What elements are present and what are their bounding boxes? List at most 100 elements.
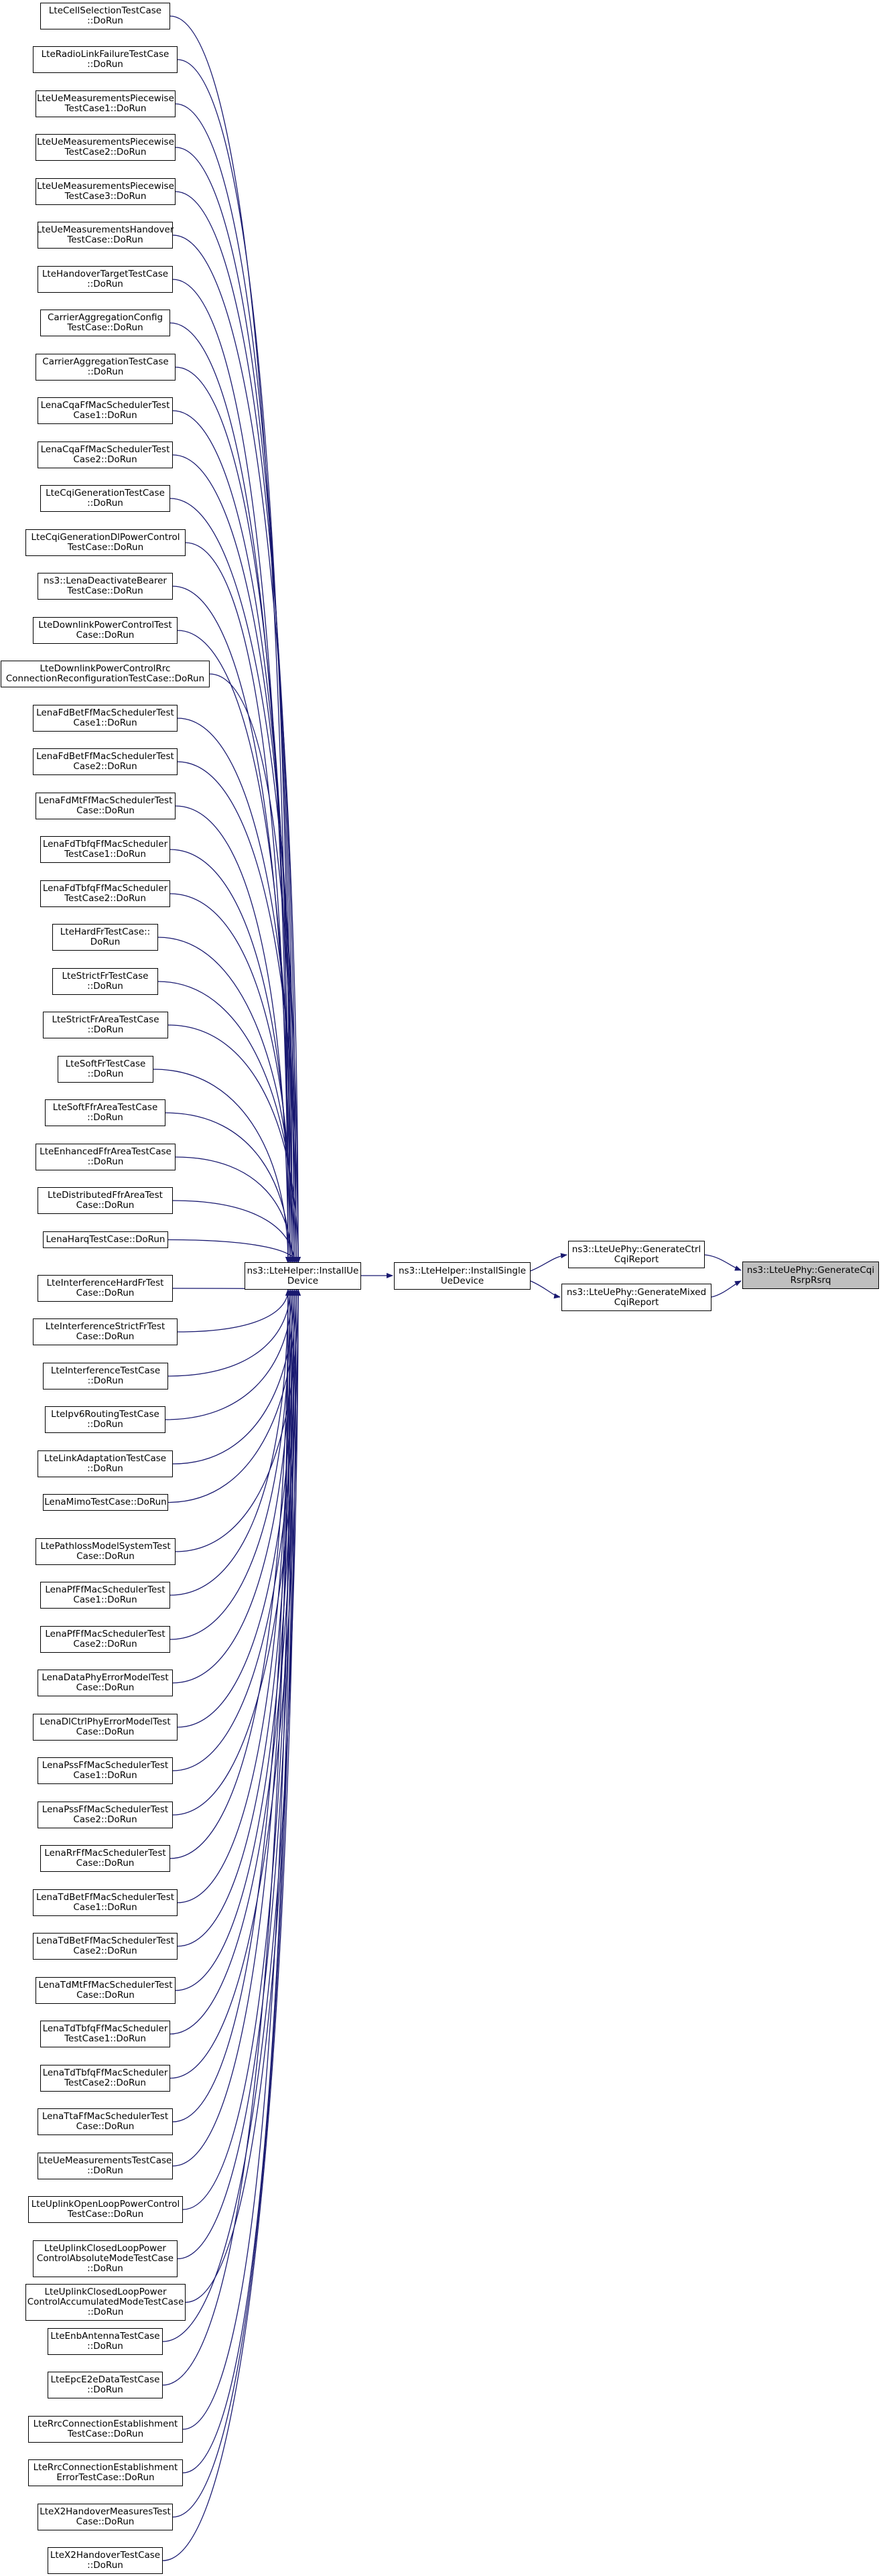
caller-node[interactable]: LteDownlinkPowerControlRrc ConnectionRec… [1, 661, 210, 687]
caller-node[interactable]: LteEnhancedFfrAreaTestCase ::DoRun [36, 1144, 176, 1170]
caller-label: LenaFdBetFfMacSchedulerTest Case2::DoRun [36, 751, 174, 772]
edge-caller-to-install [177, 1289, 295, 1947]
caller-node[interactable]: LteCellSelectionTestCase ::DoRun [40, 3, 170, 29]
edge-caller-to-install [175, 805, 291, 1264]
caller-node[interactable]: LteUeMeasurementsPiecewise TestCase2::Do… [36, 134, 176, 161]
edge-caller-to-install [177, 1289, 291, 1333]
caller-node[interactable]: LteCqiGenerationDlPowerControl TestCase:… [25, 529, 186, 556]
caller-node[interactable]: LenaDlCtrlPhyErrorModelTest Case::DoRun [33, 1714, 178, 1741]
caller-node[interactable]: LteRadioLinkFailureTestCase ::DoRun [33, 46, 178, 73]
caller-node[interactable]: LteUplinkOpenLoopPowerControl TestCase::… [28, 2196, 183, 2223]
caller-node[interactable]: LteSoftFrTestCase ::DoRun [58, 1056, 153, 1083]
caller-node[interactable]: LenaMimoTestCase::DoRun [43, 1494, 168, 1511]
caller-label: LenaTdBetFfMacSchedulerTest Case1::DoRun [36, 1892, 175, 1913]
node-install-ue-device[interactable]: ns3::LteHelper::InstallUe Device [245, 1262, 361, 1290]
caller-label: LenaTdMtFfMacSchedulerTest Case::DoRun [38, 1980, 173, 2001]
caller-node[interactable]: LenaCqaFfMacSchedulerTest Case2::DoRun [38, 442, 173, 468]
edge-caller-to-install [169, 1289, 291, 1596]
caller-label: LteInterferenceTestCase ::DoRun [50, 1365, 161, 1386]
caller-label: LenaPssFfMacSchedulerTest Case2::DoRun [42, 1804, 169, 1825]
caller-node[interactable]: LenaHarqTestCase::DoRun [43, 1231, 168, 1248]
edge-install-single-to-ctrl [530, 1253, 567, 1272]
node-generate-ctrl-cqi-report[interactable]: ns3::LteUePhy::GenerateCtrl CqiReport [568, 1241, 705, 1268]
caller-node[interactable]: LenaFdTbfqFfMacScheduler TestCase2::DoRu… [40, 880, 170, 907]
caller-node[interactable]: LteSoftFfrAreaTestCase ::DoRun [45, 1099, 165, 1126]
caller-node[interactable]: LenaTdBetFfMacSchedulerTest Case1::DoRun [33, 1889, 178, 1916]
caller-node[interactable]: CarrierAggregationConfig TestCase::DoRun [40, 310, 170, 336]
caller-node[interactable]: LenaTtaFfMacSchedulerTest Case::DoRun [38, 2108, 173, 2135]
caller-node[interactable]: LenaTdTbfqFfMacScheduler TestCase1::DoRu… [40, 2021, 170, 2047]
caller-node[interactable]: LenaPfFfMacSchedulerTest Case2::DoRun [40, 1626, 170, 1653]
caller-node[interactable]: LteX2HandoverMeasuresTest Case::DoRun [38, 2504, 173, 2530]
caller-label: LteCellSelectionTestCase ::DoRun [48, 5, 162, 26]
caller-node[interactable]: LenaRrFfMacSchedulerTest Case::DoRun [40, 1845, 170, 1872]
caller-label: LteUplinkOpenLoopPowerControl TestCase::… [31, 2199, 180, 2220]
caller-label: LteUplinkClosedLoopPower ControlAccumula… [27, 2287, 184, 2317]
caller-node[interactable]: LtePathlossModelSystemTest Case::DoRun [36, 1538, 176, 1565]
caller-node[interactable]: LteUplinkClosedLoopPower ControlAccumula… [25, 2284, 186, 2321]
caller-node[interactable]: LteUeMeasurementsPiecewise TestCase1::Do… [36, 90, 176, 117]
caller-node[interactable]: LteEpcE2eDataTestCase ::DoRun [48, 2372, 163, 2398]
edge-caller-to-install [162, 1289, 301, 2342]
caller-node[interactable]: LenaFdBetFfMacSchedulerTest Case1::DoRun [33, 705, 178, 732]
caller-node[interactable]: LteInterferenceStrictFrTest Case::DoRun [33, 1318, 178, 1345]
edge-caller-to-install [185, 542, 291, 1264]
caller-node[interactable]: LteLinkAdaptationTestCase ::DoRun [38, 1450, 173, 1477]
node-label: ns3::LteUePhy::GenerateCqi RsrpRsrq [746, 1264, 875, 1286]
caller-label: LenaTdTbfqFfMacScheduler TestCase2::DoRu… [42, 2067, 168, 2088]
edge-caller-to-install [167, 1239, 299, 1264]
edge-caller-to-install [177, 630, 295, 1264]
edge-caller-to-install [182, 1289, 293, 2430]
caller-node[interactable]: LteX2HandoverTestCase ::DoRun [48, 2547, 163, 2574]
caller-node[interactable]: LenaPfFfMacSchedulerTest Case1::DoRun [40, 1582, 170, 1609]
caller-node[interactable]: LteUeMeasurementsPiecewise TestCase3::Do… [36, 178, 176, 205]
caller-label: LteCqiGenerationTestCase ::DoRun [46, 488, 165, 509]
caller-node[interactable]: LteStrictFrAreaTestCase ::DoRun [43, 1012, 168, 1038]
caller-node[interactable]: LenaTdTbfqFfMacScheduler TestCase2::DoRu… [40, 2065, 170, 2092]
node-install-single-ue-device[interactable]: ns3::LteHelper::InstallSingle UeDevice [394, 1262, 531, 1290]
caller-node[interactable]: LteHandoverTargetTestCase ::DoRun [38, 266, 173, 293]
edge-install-single-to-mixed [530, 1280, 561, 1299]
caller-node[interactable]: LenaFdBetFfMacSchedulerTest Case2::DoRun [33, 748, 178, 775]
node-generate-mixed-cqi-report[interactable]: ns3::LteUePhy::GenerateMixed CqiReport [561, 1284, 711, 1311]
caller-node[interactable]: LenaFdTbfqFfMacScheduler TestCase1::DoRu… [40, 836, 170, 863]
caller-node[interactable]: LenaDataPhyErrorModelTest Case::DoRun [38, 1670, 173, 1696]
caller-label: LteUeMeasurementsHandover TestCase::DoRu… [36, 224, 174, 245]
caller-node[interactable]: LteCqiGenerationTestCase ::DoRun [40, 485, 170, 512]
caller-node[interactable]: LteRrcConnectionEstablishment ErrorTestC… [28, 2459, 183, 2486]
caller-node[interactable]: LteInterferenceTestCase ::DoRun [43, 1363, 168, 1389]
caller-label: LenaFdTbfqFfMacScheduler TestCase2::DoRu… [42, 883, 168, 904]
caller-node[interactable]: LenaTdBetFfMacSchedulerTest Case2::DoRun [33, 1933, 178, 1960]
edge-caller-to-install [172, 1289, 297, 1465]
caller-node[interactable]: LteHardFrTestCase:: DoRun [52, 924, 158, 951]
caller-label: CarrierAggregationConfig TestCase::DoRun [47, 312, 163, 333]
caller-label: LteInterferenceStrictFrTest Case::DoRun [45, 1321, 165, 1342]
caller-node[interactable]: LteRrcConnectionEstablishment TestCase::… [28, 2416, 183, 2443]
caller-node[interactable]: LteEnbAntennaTestCase ::DoRun [48, 2328, 163, 2355]
node-label: ns3::LteHelper::InstallSingle UeDevice [398, 1265, 527, 1286]
edge-caller-to-install [169, 1289, 291, 1859]
caller-node[interactable]: CarrierAggregationTestCase ::DoRun [36, 354, 176, 381]
caller-node[interactable]: LenaPssFfMacSchedulerTest Case1::DoRun [38, 1757, 173, 1784]
caller-node[interactable]: LteStrictFrTestCase ::DoRun [52, 968, 158, 995]
caller-node[interactable]: LenaPssFfMacSchedulerTest Case2::DoRun [38, 1802, 173, 1828]
caller-node[interactable]: LteUplinkClosedLoopPower ControlAbsolute… [33, 2240, 178, 2277]
caller-node[interactable]: LenaFdMtFfMacSchedulerTest Case::DoRun [36, 793, 176, 819]
edge-caller-to-install [167, 1024, 301, 1264]
caller-node[interactable]: LteDownlinkPowerControlTest Case::DoRun [33, 617, 178, 644]
caller-node[interactable]: LteUeMeasurementsHandover TestCase::DoRu… [36, 222, 174, 249]
caller-label: ns3::LenaDeactivateBearer TestCase::DoRu… [44, 575, 167, 596]
caller-node[interactable]: LteDistributedFfrAreaTest Case::DoRun [38, 1187, 173, 1214]
caller-label: LteDistributedFfrAreaTest Case::DoRun [48, 1190, 163, 1211]
caller-node[interactable]: LenaTdMtFfMacSchedulerTest Case::DoRun [36, 1977, 176, 2004]
edge-caller-to-install [177, 1289, 293, 1903]
caller-node[interactable]: LteIpv6RoutingTestCase ::DoRun [45, 1406, 165, 1433]
caller-node[interactable]: LenaCqaFfMacSchedulerTest Case1::DoRun [38, 397, 173, 424]
caller-node[interactable]: LteUeMeasurementsTestCase ::DoRun [38, 2153, 173, 2179]
edge-caller-to-install [175, 1156, 295, 1264]
caller-node[interactable]: LteInterferenceHardFrTest Case::DoRun [38, 1275, 173, 1302]
caller-label: LteRrcConnectionEstablishment ErrorTestC… [33, 2462, 178, 2483]
caller-node[interactable]: ns3::LenaDeactivateBearer TestCase::DoRu… [38, 573, 173, 600]
